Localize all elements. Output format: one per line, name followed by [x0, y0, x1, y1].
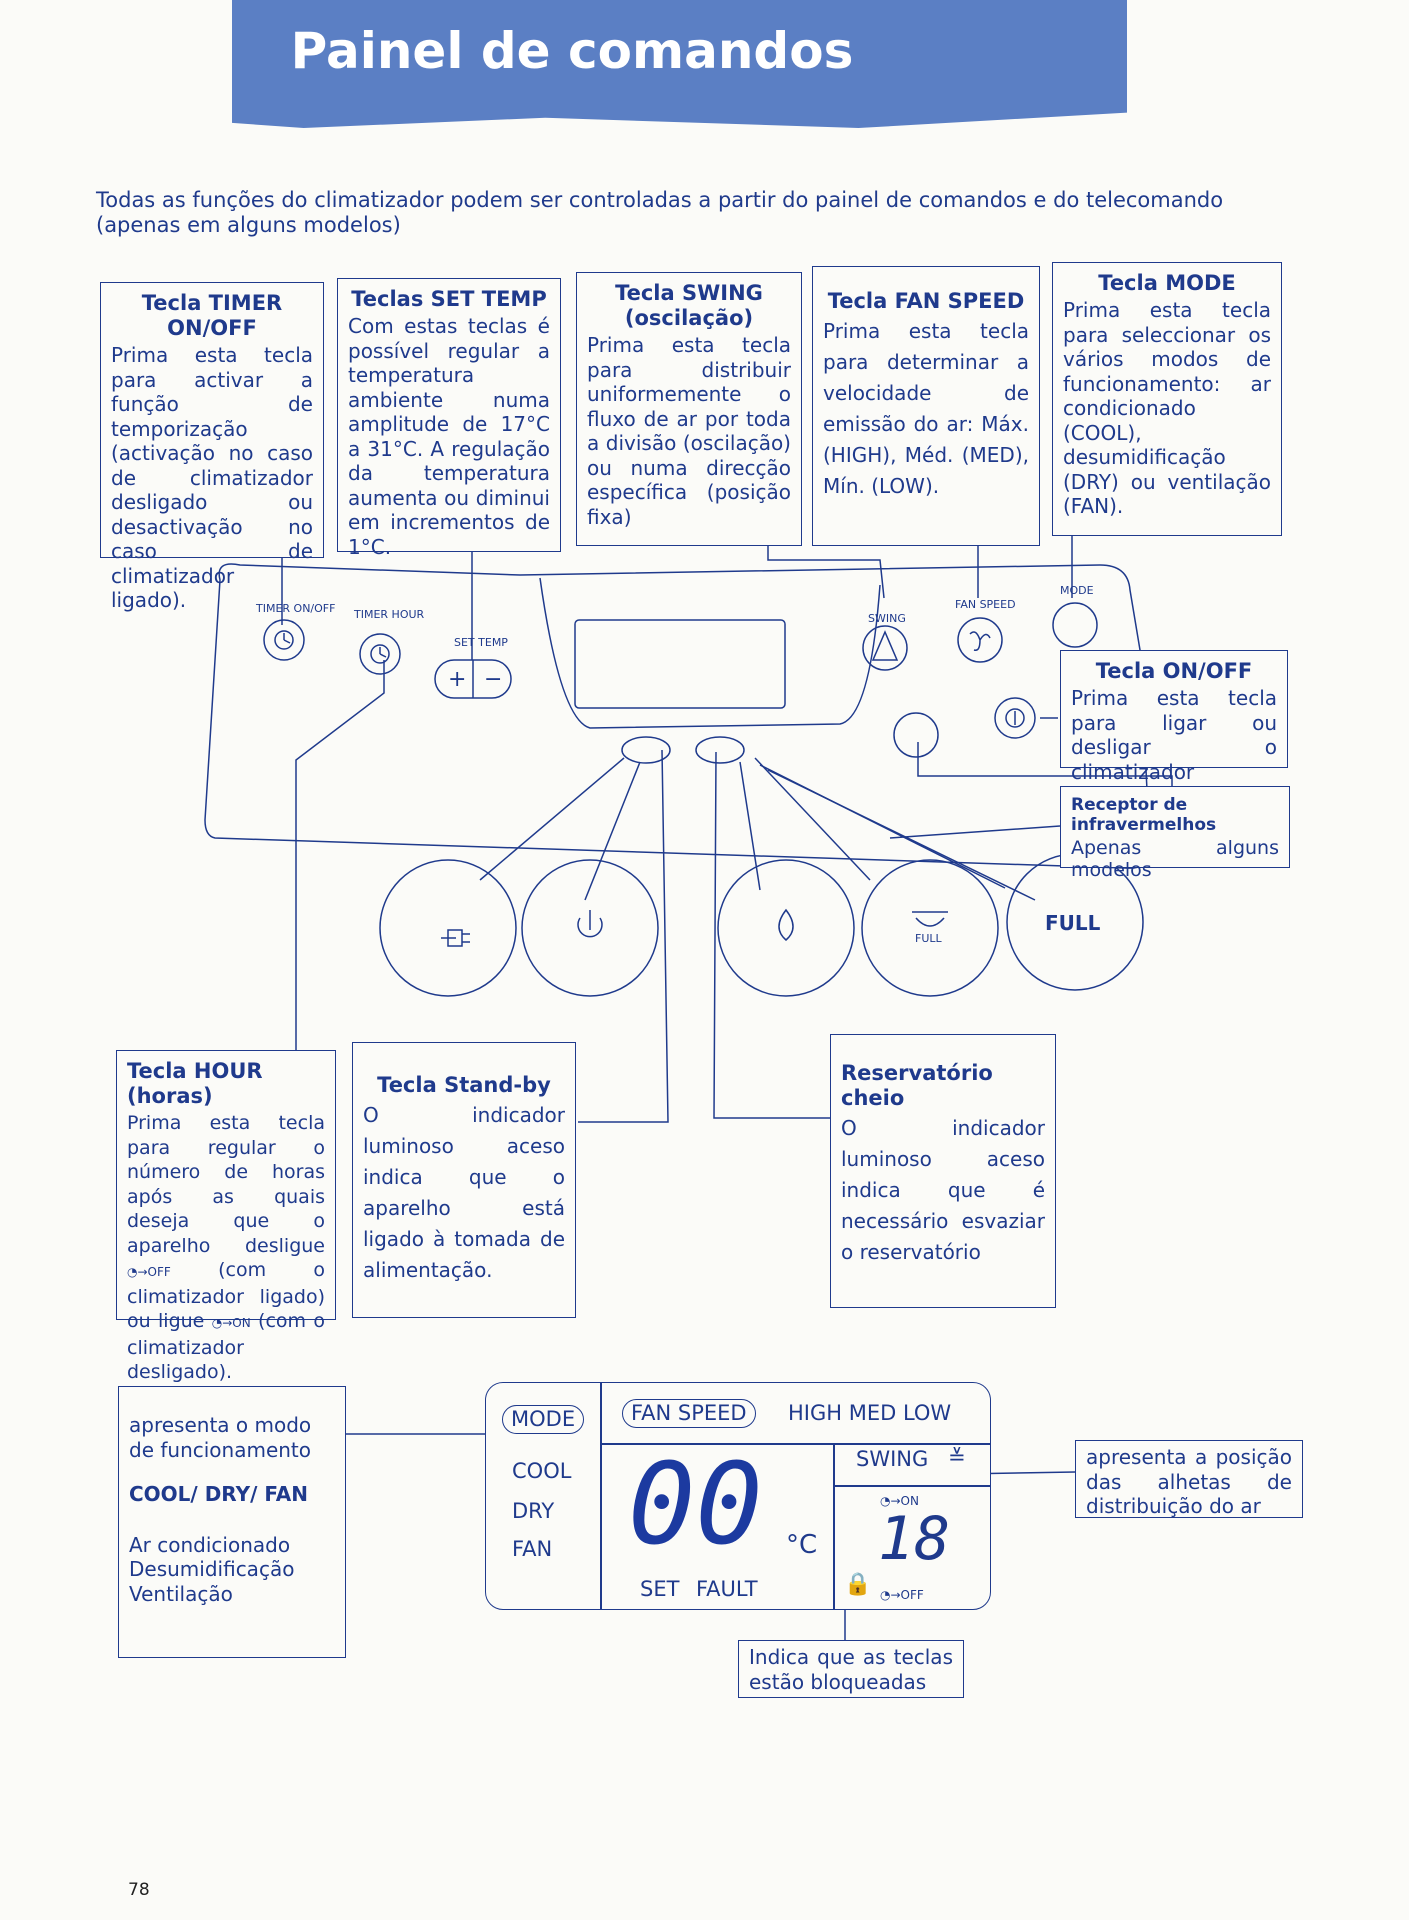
- swing-display-box: apresenta a posição das alhetas de distr…: [1075, 1440, 1303, 1518]
- timer-box-text: Prima esta tecla para activar a função d…: [111, 343, 313, 612]
- mode-button: [1052, 602, 1098, 648]
- off-tag: OFF: [147, 1265, 171, 1279]
- standby-box-text: O indicador luminoso aceso indica que o …: [363, 1103, 565, 1282]
- receiver-box-title: Receptor de infravermelhos: [1071, 795, 1217, 835]
- timer-on-indicator: ◔→ON: [880, 1494, 919, 1508]
- lcd-speeds: HIGH MED LOW: [788, 1401, 952, 1425]
- tank-indicator: [861, 859, 999, 997]
- minus-sign: −: [484, 667, 502, 692]
- mode-display-text: apresenta o modo de funcionamento: [129, 1413, 312, 1462]
- page-title: Painel de comandos: [290, 22, 854, 80]
- swing-box-text: Prima esta tecla para distribuir uniform…: [587, 333, 791, 529]
- display-frame: [539, 577, 881, 729]
- onoff-box-title: Tecla ON/OFF: [1095, 659, 1253, 683]
- receiver-box: Receptor de infravermelhos Apenas alguns…: [1060, 786, 1290, 881]
- lcd-cool: COOL: [512, 1459, 572, 1483]
- swing-label: SWING: [868, 612, 906, 625]
- timer-box-title: Tecla TIMER ON/OFF: [141, 291, 283, 340]
- lcd-display: MODE FAN SPEED HIGH MED LOW COOL DRY FAN…: [485, 1382, 991, 1610]
- hour-box-text-b: (com o climatizador ligado) ou ligue: [127, 1259, 326, 1332]
- standby-box-title: Tecla Stand-by: [377, 1073, 551, 1097]
- lcd-set: SET: [640, 1577, 680, 1601]
- mode-display-l2: Desumidificação: [129, 1557, 295, 1581]
- hour-box-title: Tecla HOUR (horas): [127, 1059, 263, 1108]
- mode-box: Tecla MODE Prima esta tecla para selecci…: [1052, 262, 1282, 536]
- fan-speed-label: FAN SPEED: [955, 598, 1016, 611]
- fan-speed-box: Tecla FAN SPEED Prima esta tecla para de…: [812, 266, 1040, 546]
- swing-triangle-icon: [871, 630, 899, 661]
- swing-box-title: Tecla SWING (oscilação): [615, 281, 763, 330]
- fan-icon: [969, 631, 991, 652]
- onoff-button: [994, 697, 1036, 739]
- lock-box: Indica que as teclas estão bloqueadas: [738, 1640, 964, 1698]
- lcd-off: OFF: [900, 1588, 924, 1602]
- clock-on-icon: ◔→ON: [211, 1316, 251, 1330]
- swing-button: [862, 625, 908, 671]
- lcd-on: ON: [900, 1494, 919, 1508]
- timer-onoff-button: [263, 619, 305, 661]
- swing-box: Tecla SWING (oscilação) Prima esta tecla…: [576, 272, 802, 546]
- set-temp-box: Teclas SET TEMP Com estas teclas é possí…: [337, 278, 561, 559]
- standby-box: Tecla Stand-by O indicador luminoso aces…: [352, 1042, 576, 1318]
- lcd-fan-speed: FAN SPEED: [622, 1399, 756, 1428]
- receiver-box-text: Apenas alguns modelos: [1071, 837, 1279, 881]
- full-icon-label: FULL: [915, 932, 943, 945]
- page-number: 78: [128, 1880, 150, 1900]
- intro-text: Todas as funções do climatizador podem s…: [96, 188, 1224, 237]
- on-tag: ON: [232, 1316, 251, 1330]
- fan-speed-button: [957, 617, 1003, 663]
- plug-indicator: [379, 859, 517, 997]
- fan-speed-box-title: Tecla FAN SPEED: [827, 289, 1025, 313]
- hour-box-text-c: (com o climatizador desligado).: [127, 1310, 326, 1383]
- timer-off-indicator: ◔→OFF: [880, 1588, 924, 1602]
- lcd-fault: FAULT: [696, 1577, 758, 1601]
- plus-sign: +: [448, 667, 466, 692]
- mode-display-modes: COOL/ DRY/ FAN: [129, 1482, 308, 1506]
- mode-display-box: apresenta o modo de funcionamento COOL/ …: [118, 1386, 346, 1658]
- clock-off-icon: ◔→OFF: [127, 1265, 171, 1279]
- mode-display-l3: Ventilação: [129, 1581, 233, 1606]
- standby-indicator: [521, 859, 659, 997]
- full-label: FULL: [1045, 911, 1101, 935]
- mode-label: MODE: [1060, 584, 1094, 597]
- hour-box: Tecla HOUR (horas) Prima esta tecla para…: [116, 1050, 336, 1383]
- onoff-box: Tecla ON/OFF Prima esta tecla para ligar…: [1060, 650, 1288, 784]
- timer-hour-button: [359, 633, 401, 675]
- mode-box-title: Tecla MODE: [1098, 271, 1236, 295]
- fan-speed-box-text: Prima esta tecla para determinar a veloc…: [823, 319, 1029, 498]
- timer-box: Tecla TIMER ON/OFF Prima esta tecla para…: [100, 282, 324, 612]
- lcd-temperature-digits: 00: [628, 1440, 763, 1570]
- mode-display-l1: Ar condicionado: [129, 1532, 291, 1557]
- dry-indicator: [717, 859, 855, 997]
- lcd-timer-digits: 18: [878, 1504, 951, 1574]
- lcd-unit: °C: [786, 1530, 818, 1560]
- timer-onoff-label: TIMER ON/OFF: [255, 602, 335, 615]
- lock-icon: 🔒: [844, 1572, 872, 1597]
- lock-text: Indica que as teclas estão bloqueadas: [749, 1645, 953, 1694]
- timer-hour-label: TIMER HOUR: [353, 608, 425, 621]
- display-window: [574, 619, 786, 709]
- title-banner: [232, 0, 1127, 128]
- full-box: Reservatório cheio O indicador luminoso …: [830, 1034, 1056, 1308]
- lcd-swing: SWING: [856, 1447, 929, 1471]
- lcd-mode: MODE: [502, 1405, 585, 1434]
- onoff-box-text: Prima esta tecla para ligar ou desligar …: [1071, 686, 1277, 784]
- lcd-fan: FAN: [512, 1537, 553, 1561]
- set-temp-box-title: Teclas SET TEMP: [351, 287, 547, 311]
- hour-box-text-a: Prima esta tecla para regular o número d…: [127, 1112, 325, 1257]
- lcd-dry: DRY: [512, 1499, 555, 1523]
- swing-display-text: apresenta a posição das alhetas de distr…: [1086, 1445, 1292, 1518]
- set-temp-label: SET TEMP: [454, 636, 508, 649]
- full-box-title: Reservatório cheio: [841, 1061, 993, 1110]
- set-temp-box-text: Com estas teclas é possível regular a te…: [348, 314, 550, 559]
- swing-louver-icon: ≚: [948, 1445, 966, 1469]
- mode-box-text: Prima esta tecla para seleccionar os vár…: [1063, 298, 1271, 518]
- receiver-lens: [893, 712, 939, 758]
- full-box-text: O indicador luminoso aceso indica que é …: [841, 1116, 1045, 1264]
